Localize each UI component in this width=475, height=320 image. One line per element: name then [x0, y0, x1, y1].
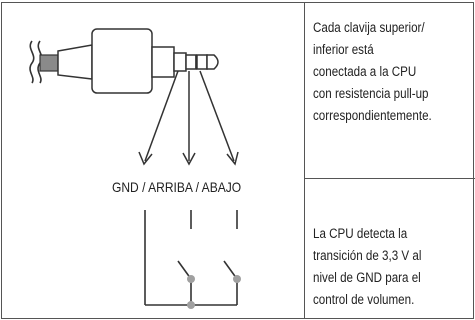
- note-line: transición de 3,3 V al: [313, 248, 422, 263]
- switch-circuit: [144, 210, 238, 306]
- note-line: control de volumen.: [313, 292, 415, 307]
- contact-arrows: [144, 70, 235, 162]
- plug-tip: [173, 52, 219, 72]
- plug-diagram-cell: GND / ARRIBA / ABAJO: [2, 3, 304, 320]
- cpu-detect-note: La CPU detecta la transición de 3,3 V al…: [313, 223, 451, 311]
- note-line: nivel de GND para el: [313, 270, 421, 285]
- note-line: con resistencia pull-up: [313, 86, 429, 101]
- note-line: Cada clavija superior/: [313, 20, 425, 35]
- row-divider: [304, 178, 475, 179]
- column-divider: [304, 3, 305, 318]
- plug-collar: [151, 46, 175, 78]
- headphone-plug-diagram: [29, 28, 241, 309]
- arrow-gnd: [144, 70, 179, 162]
- note-line: La CPU detecta la: [313, 226, 408, 241]
- arrow-abajo: [199, 70, 235, 162]
- plug-strain-relief: [57, 44, 93, 80]
- note-line: conectada a la CPU: [313, 64, 417, 79]
- note-line: correspondientemente.: [313, 108, 432, 123]
- plug-grip: [91, 28, 153, 94]
- note-line: inferior está: [313, 42, 374, 57]
- arrow-heads: [138, 151, 239, 166]
- switch-nodes: [187, 275, 241, 309]
- cable-body: [39, 54, 59, 72]
- switch-label: GND / ARRIBA / ABAJO: [112, 179, 242, 195]
- pull-up-note: Cada clavija superior/ inferior está con…: [313, 17, 451, 127]
